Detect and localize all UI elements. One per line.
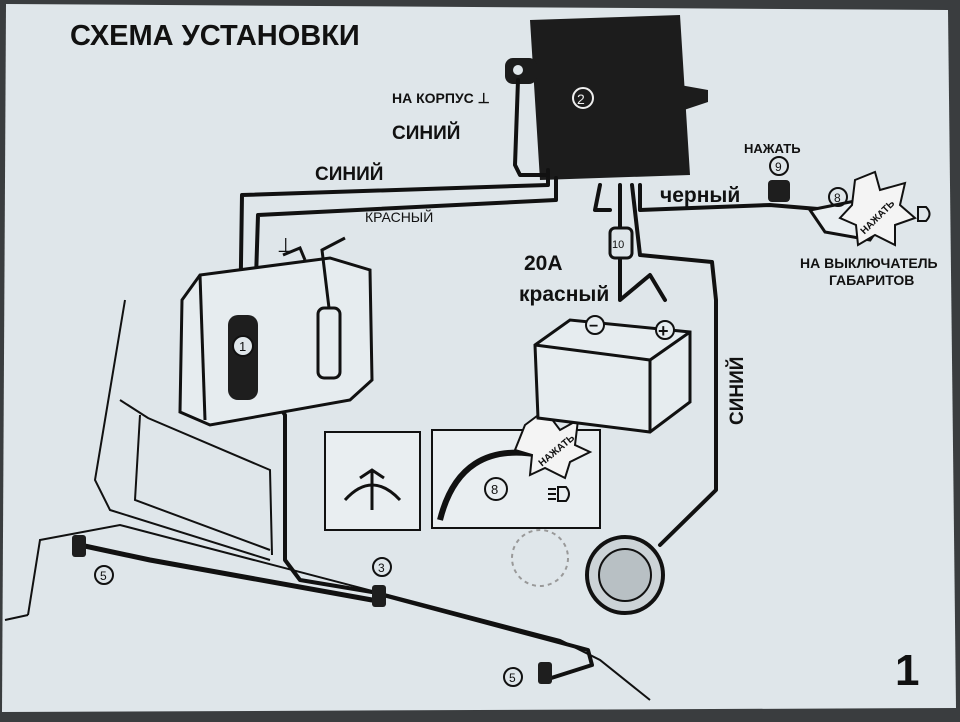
callout-2: 2 [577, 91, 585, 107]
press-top-label: НАЖАТЬ [744, 141, 801, 156]
washer-pump: 1 [228, 315, 258, 400]
ground-label: НА КОРПУС ⊥ [392, 90, 490, 106]
battery-minus: − [589, 318, 598, 335]
wiper-inset [324, 431, 421, 531]
fuse-holder: 10 [608, 226, 634, 260]
black-wire-label: черный [660, 184, 740, 207]
reservoir-ground-symbol: ⊥ [277, 235, 294, 257]
callout-8-switch: 8 [834, 191, 841, 205]
washer-nozzles [72, 535, 552, 684]
page-number: 1 [895, 646, 919, 695]
car-outline [4, 299, 651, 701]
diagram-title: СХЕМА УСТАНОВКИ [70, 20, 360, 52]
diagram-paper [2, 4, 956, 712]
callout-8-inset: 8 [491, 482, 498, 497]
headlight [511, 529, 665, 615]
blue-wire-label-3: СИНИЙ [726, 357, 748, 425]
callout-3: 3 [378, 561, 385, 575]
fuse-rating-label: 20А [524, 252, 563, 275]
callout-5-bottom: 5 [509, 671, 516, 685]
callout-1: 1 [239, 339, 246, 354]
light-switch: 9 НАЖАТЬ 8 [768, 156, 931, 247]
callout-10: 10 [612, 239, 624, 251]
battery: − + [533, 315, 692, 434]
red-wire-label-2: красный [519, 283, 609, 306]
blue-wire-label-1: СИНИЙ [392, 122, 460, 144]
switch-label-line2: ГАБАРИТОВ [829, 272, 914, 288]
battery-plus: + [658, 321, 669, 341]
wiring [77, 78, 832, 682]
controller-box: 2 [505, 15, 708, 180]
switch-label-line1: НА ВЫКЛЮЧАТЕЛЬ [800, 255, 938, 271]
washer-motor [316, 236, 346, 380]
red-wire-label-1: КРАСНЫЙ [365, 208, 433, 225]
blue-wire-label-2: СИНИЙ [315, 163, 383, 185]
callout-9: 9 [775, 160, 782, 174]
headlight-inset: НАЖАТЬ 8 [431, 408, 601, 529]
callout-5-left: 5 [100, 569, 107, 583]
